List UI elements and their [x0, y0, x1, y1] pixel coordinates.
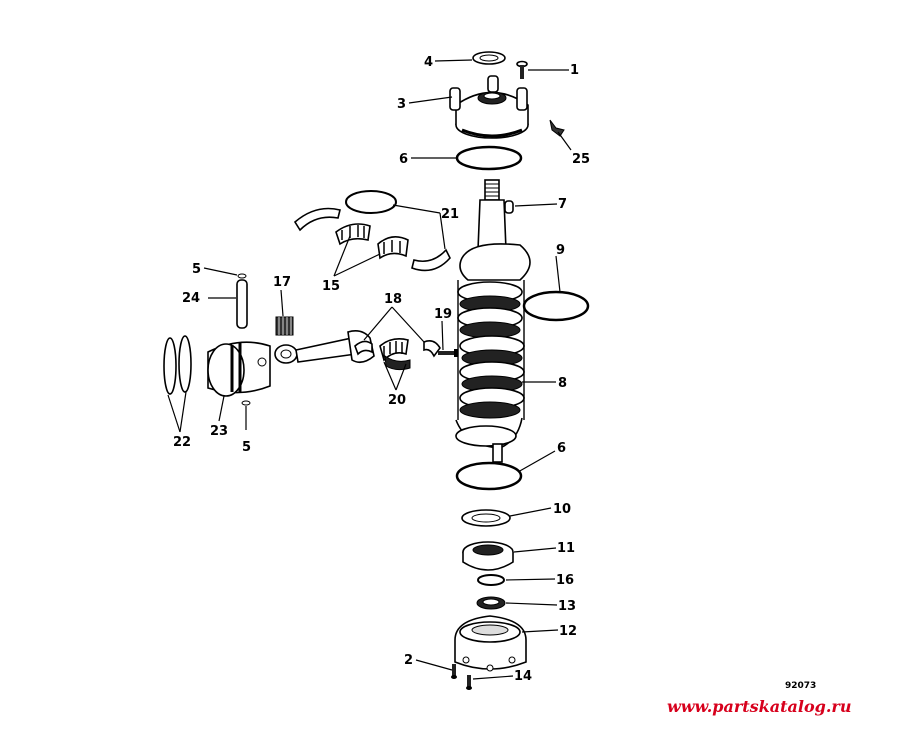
callout-5-top: 5 — [192, 262, 201, 277]
leader-lines — [167, 59, 572, 680]
crankshaft-8 — [455, 179, 531, 463]
callout-11: 11 — [557, 541, 575, 556]
callout-2: 2 — [404, 653, 413, 668]
callout-5-bottom: 5 — [242, 440, 251, 455]
watermark-text: www.partskatalog.ru — [667, 697, 851, 716]
ring-9 — [522, 290, 590, 322]
bearing-half-21-left — [293, 207, 341, 232]
needle-cage-15 — [335, 223, 409, 260]
callout-23: 23 — [210, 424, 228, 439]
lower-bearing-housing-12 — [454, 615, 527, 672]
callout-10: 10 — [553, 502, 571, 517]
needle-cage-20 — [379, 338, 411, 371]
callout-18: 18 — [384, 292, 402, 307]
screw-1 — [516, 60, 528, 79]
callout-7: 7 — [558, 197, 567, 212]
upper-bearing-housing-3 — [449, 75, 529, 139]
seal-13 — [476, 596, 506, 610]
bearing-11 — [462, 541, 514, 571]
retaining-ring-21-top — [345, 190, 397, 214]
callout-14: 14 — [514, 669, 532, 684]
callout-22: 22 — [173, 435, 191, 450]
callout-19: 19 — [434, 307, 452, 322]
callout-13: 13 — [558, 599, 576, 614]
callout-3: 3 — [397, 97, 406, 112]
callout-8: 8 — [558, 376, 567, 391]
callout-6-top: 6 — [399, 152, 408, 167]
connecting-rod — [274, 330, 375, 364]
ring-16 — [477, 574, 505, 586]
bearing-half-21-right — [411, 248, 451, 272]
callout-20: 20 — [388, 393, 406, 408]
key-7 — [504, 200, 514, 214]
callout-17: 17 — [273, 275, 291, 290]
screw-14 — [466, 675, 472, 690]
bearing-cage-18 — [354, 340, 441, 358]
retainer-5-top — [237, 273, 247, 279]
o-ring-6-upper — [455, 145, 523, 171]
retainer-5-bottom — [241, 400, 251, 406]
bracket-25 — [549, 119, 565, 137]
callout-21: 21 — [441, 207, 459, 222]
callout-4: 4 — [424, 55, 433, 70]
callout-16: 16 — [556, 573, 574, 588]
seal-10 — [461, 509, 511, 527]
piston-23 — [207, 341, 271, 397]
callout-6-bottom: 6 — [557, 441, 566, 456]
callout-15: 15 — [322, 279, 340, 294]
needle-bearing-17 — [275, 316, 294, 336]
o-ring-6-lower — [455, 461, 523, 491]
seal-4 — [472, 51, 506, 65]
callout-1: 1 — [570, 63, 579, 78]
callout-25: 25 — [572, 152, 590, 167]
callout-9: 9 — [556, 243, 565, 258]
screw-19 — [438, 349, 458, 357]
callouts: 1 2 3 4 5 5 6 6 7 8 9 10 11 12 13 14 15 … — [173, 55, 590, 684]
wrist-pin-24 — [236, 279, 248, 329]
figure-code: 92073 — [785, 681, 816, 691]
screw-2 — [451, 664, 457, 679]
callout-24: 24 — [182, 291, 200, 306]
callout-12: 12 — [559, 624, 577, 639]
piston-rings-22 — [163, 335, 192, 395]
